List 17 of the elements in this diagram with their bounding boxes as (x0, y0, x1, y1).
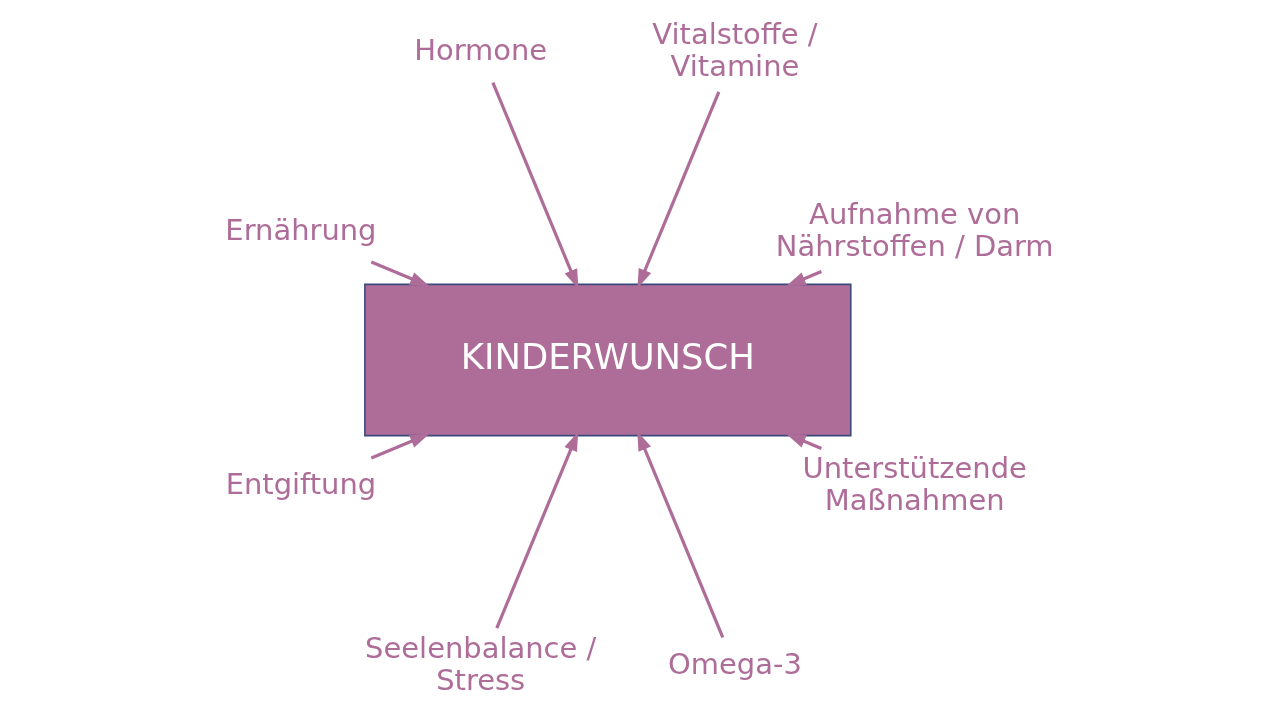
arrow (786, 433, 822, 450)
node-text: Seelenbalance / Stress (365, 630, 597, 698)
node-text: Omega-3 (668, 646, 802, 681)
arrow (495, 431, 579, 629)
node-text: Vitalstoffe / Vitamine (652, 17, 818, 84)
node-text: Entgiftung (225, 467, 377, 502)
node-text: Ernährung (225, 212, 377, 247)
arrow (370, 260, 430, 287)
node-text: Aufnahme von Nährstoffen / Darm (775, 196, 1054, 264)
node-text: Unterstützende Maßnahmen (802, 451, 1027, 518)
node-box: KINDERWUNSCH (364, 283, 852, 437)
arrow (786, 270, 822, 287)
arrow (491, 81, 579, 289)
arrow (637, 91, 721, 289)
node-text: Hormone (414, 33, 548, 68)
arrow (370, 433, 430, 460)
arrow (637, 431, 725, 639)
